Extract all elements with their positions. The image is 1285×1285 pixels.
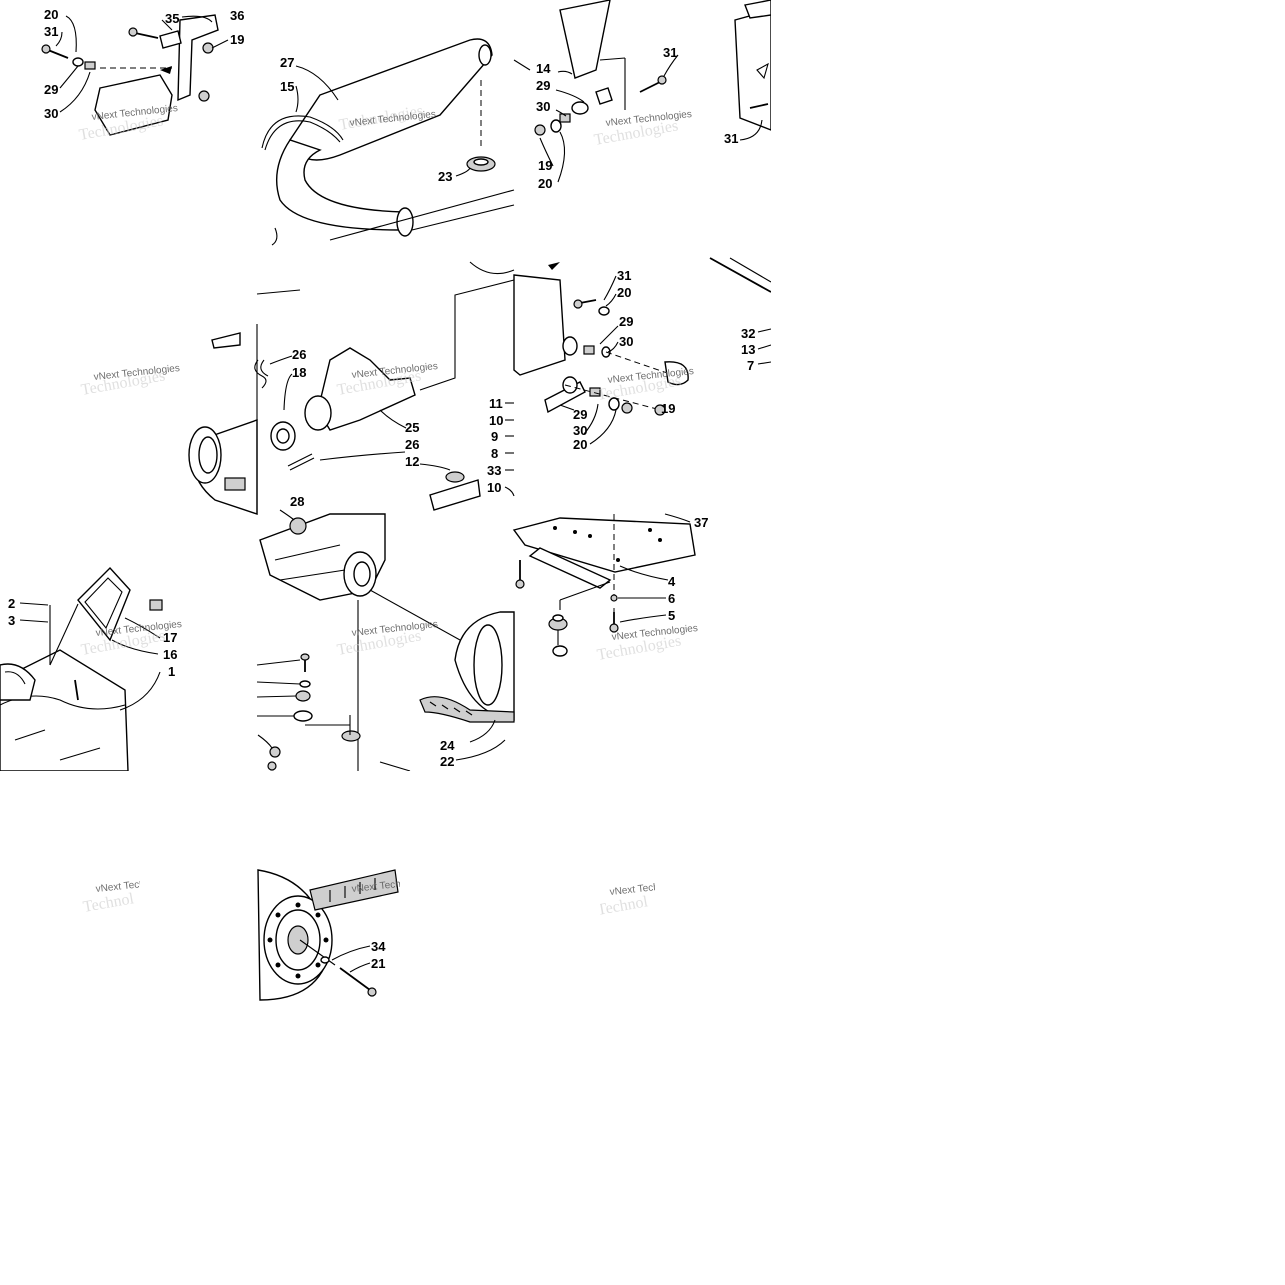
callout-32: 32 xyxy=(741,326,755,341)
callout-17: 17 xyxy=(163,630,177,645)
blank-patch-b xyxy=(0,257,80,514)
callout-19: 19 xyxy=(230,32,244,47)
callout-37: 37 xyxy=(694,515,708,530)
callout-9: 9 xyxy=(491,429,498,444)
callout-14: 14 xyxy=(536,61,551,76)
callout-13: 13 xyxy=(741,342,755,357)
callout-10: 10 xyxy=(489,413,503,428)
callout-4: 4 xyxy=(668,574,676,589)
callout-22: 22 xyxy=(440,754,454,769)
callout-20: 20 xyxy=(617,285,631,300)
blank-area-tile4 xyxy=(257,771,400,866)
callout-34: 34 xyxy=(371,939,386,954)
tile-spring-mount xyxy=(513,0,679,183)
callout-31: 31 xyxy=(724,131,738,146)
callout-30: 30 xyxy=(573,423,587,438)
callout-16: 16 xyxy=(163,647,177,662)
callout-6: 6 xyxy=(668,591,675,606)
callout-11: 11 xyxy=(489,396,503,411)
blank-area-tile3 xyxy=(655,771,771,1028)
callout-26: 26 xyxy=(405,437,419,452)
tile-mounting-plate xyxy=(512,513,696,657)
callout-27: 27 xyxy=(280,55,294,70)
callout-19: 19 xyxy=(538,158,552,173)
tile-bracket-mount xyxy=(41,14,229,136)
callout-15: 15 xyxy=(280,79,294,94)
tile-mount-bracket-assembly xyxy=(513,262,689,445)
tile-engine-drive xyxy=(256,509,515,772)
callout-28: 28 xyxy=(290,494,304,509)
callout-29: 29 xyxy=(573,407,587,422)
blank-area-left xyxy=(0,771,80,1028)
blank-patch-a xyxy=(0,130,75,257)
blank-area-tile7 xyxy=(80,920,140,1028)
callout-19: 19 xyxy=(661,401,675,416)
tile-carburetor-base xyxy=(0,566,163,772)
callout-31: 31 xyxy=(663,45,677,60)
callout-31: 31 xyxy=(44,24,58,39)
callout-23: 23 xyxy=(438,169,452,184)
callout-8: 8 xyxy=(491,446,498,461)
blank-area-tile9 xyxy=(600,922,655,1028)
callout-30: 30 xyxy=(44,106,58,121)
callout-35: 35 xyxy=(165,11,179,26)
blank-area-bottom xyxy=(0,1028,1285,1285)
callout-25: 25 xyxy=(405,420,419,435)
callout-20: 20 xyxy=(573,437,587,452)
callout-30: 30 xyxy=(619,334,633,349)
callout-29: 29 xyxy=(44,82,58,97)
callout-29: 29 xyxy=(536,78,550,93)
callout-21: 21 xyxy=(371,956,385,971)
tile-side-panel xyxy=(734,0,772,141)
callout-5: 5 xyxy=(668,608,675,623)
callout-1: 1 xyxy=(168,664,175,679)
callout-2: 2 xyxy=(8,596,15,611)
tile-engine-housing xyxy=(188,324,258,515)
tile-rail-edge xyxy=(709,257,772,365)
callout-24: 24 xyxy=(440,738,455,753)
callout-26: 26 xyxy=(292,347,306,362)
tile-manifold xyxy=(254,261,515,511)
svg-text:vNext Tech: vNext Tech xyxy=(609,882,659,898)
svg-text:vNext Tech: vNext Tech xyxy=(95,879,145,895)
callout-20: 20 xyxy=(538,176,552,191)
callout-12: 12 xyxy=(405,454,419,469)
blank-area-tile xyxy=(140,771,257,1028)
tile-clutch-hub xyxy=(257,869,399,1001)
tile-exhaust-pipe xyxy=(261,38,515,246)
blank-area-tile2 xyxy=(400,771,600,1028)
callout-10: 10 xyxy=(487,480,501,495)
callout-3: 3 xyxy=(8,613,15,628)
svg-text:Technol: Technol xyxy=(596,893,650,919)
callout-33: 33 xyxy=(487,463,501,478)
callout-18: 18 xyxy=(292,365,306,380)
callout-20: 20 xyxy=(44,7,58,22)
blank-area-tile8 xyxy=(600,771,655,881)
callout-7: 7 xyxy=(747,358,754,373)
blank-area-tile5 xyxy=(257,1002,400,1028)
callout-29: 29 xyxy=(619,314,633,329)
callout-31: 31 xyxy=(617,268,631,283)
blank-area-tile6 xyxy=(80,771,140,881)
callout-36: 36 xyxy=(230,8,244,23)
svg-text:Technol: Technol xyxy=(82,890,136,916)
callout-30: 30 xyxy=(536,99,550,114)
svg-text:vNext Tech: vNext Tech xyxy=(351,879,401,895)
